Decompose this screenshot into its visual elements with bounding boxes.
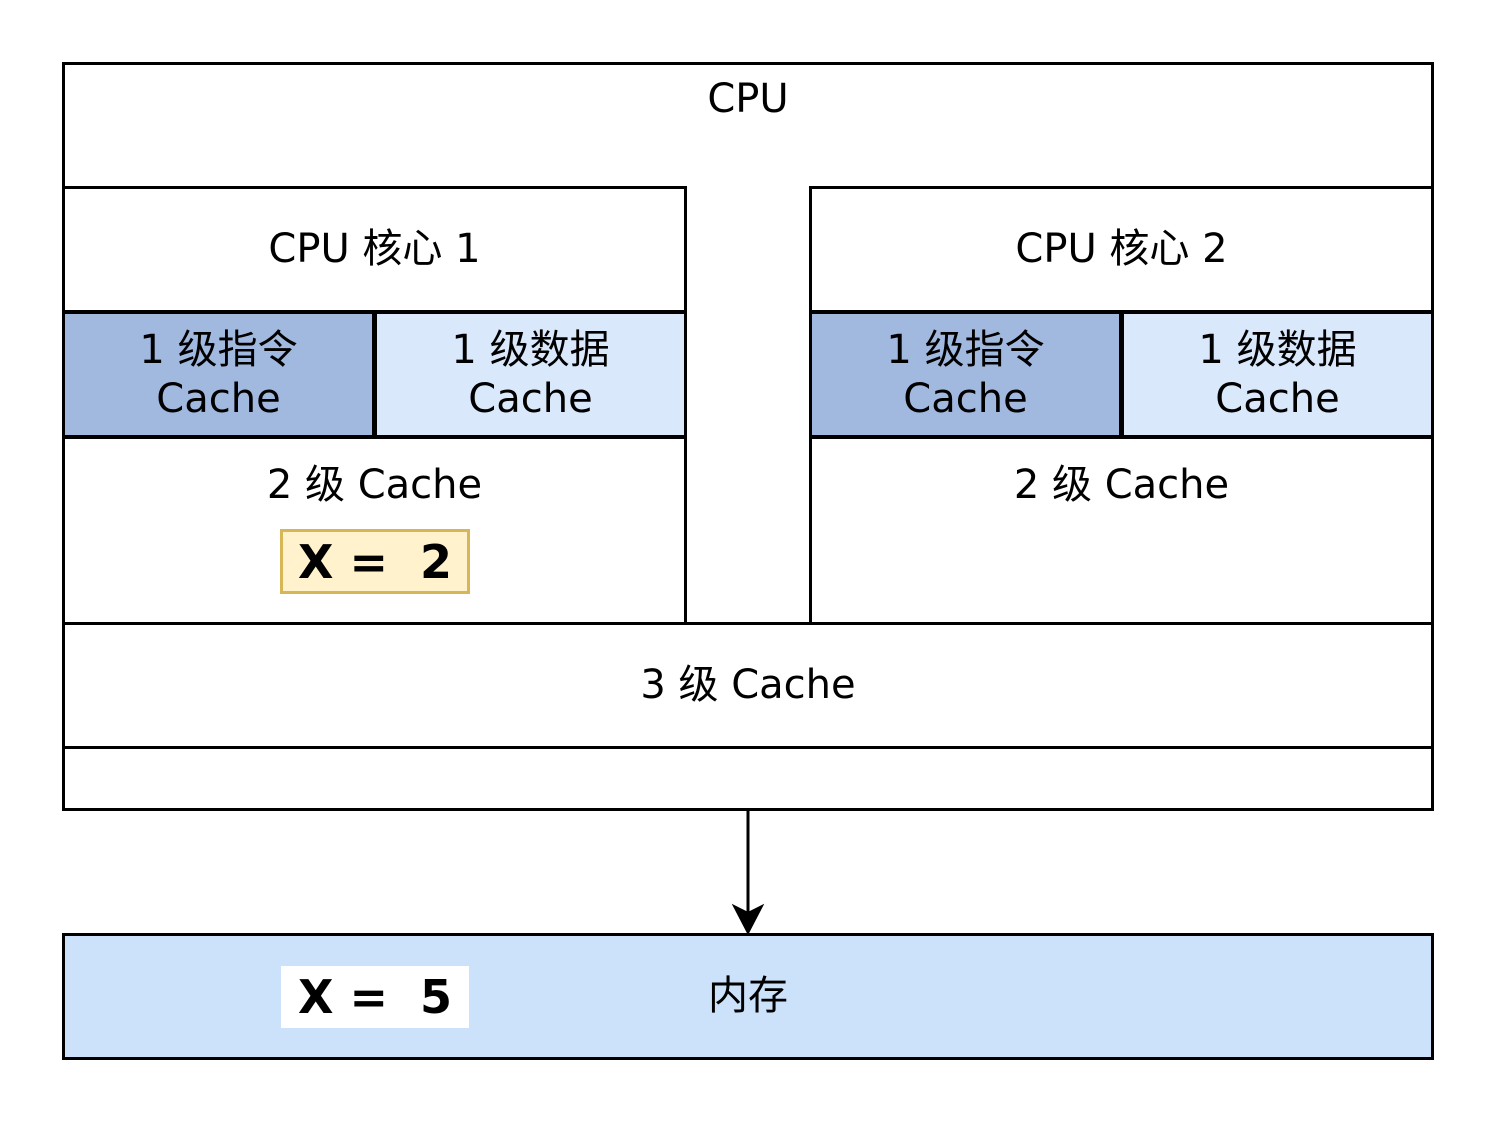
core-1-l1-instruction-label: 1 级指令 Cache: [139, 326, 298, 422]
cpu-title: CPU: [707, 76, 789, 122]
cpu-core-1-title: CPU 核心 1: [268, 226, 481, 273]
l3-cache-label: 3 级 Cache: [640, 662, 856, 709]
l2-variable-value: X = 2: [280, 529, 470, 594]
memory: 内存: [62, 933, 1434, 1060]
core-2-l2-cache: 2 级 Cache: [809, 436, 1434, 625]
core-1-l2-label: 2 级 Cache: [266, 462, 483, 508]
arrow-head-icon: [731, 903, 765, 936]
core-2-l2-label: 2 级 Cache: [1013, 462, 1230, 508]
core-2-l1-instruction-label: 1 级指令 Cache: [886, 326, 1045, 422]
core-1-l1-data-label: 1 级数据 Cache: [451, 326, 610, 422]
memory-label: 内存: [708, 973, 788, 1020]
memory-variable-value: X = 5: [281, 966, 469, 1028]
core-2-l1-data-label: 1 级数据 Cache: [1198, 326, 1357, 422]
core-2-l1-instruction-cache: 1 级指令 Cache: [809, 311, 1122, 438]
cpu-core-2-title: CPU 核心 2: [1015, 226, 1228, 273]
l3-cache: 3 级 Cache: [62, 622, 1434, 749]
